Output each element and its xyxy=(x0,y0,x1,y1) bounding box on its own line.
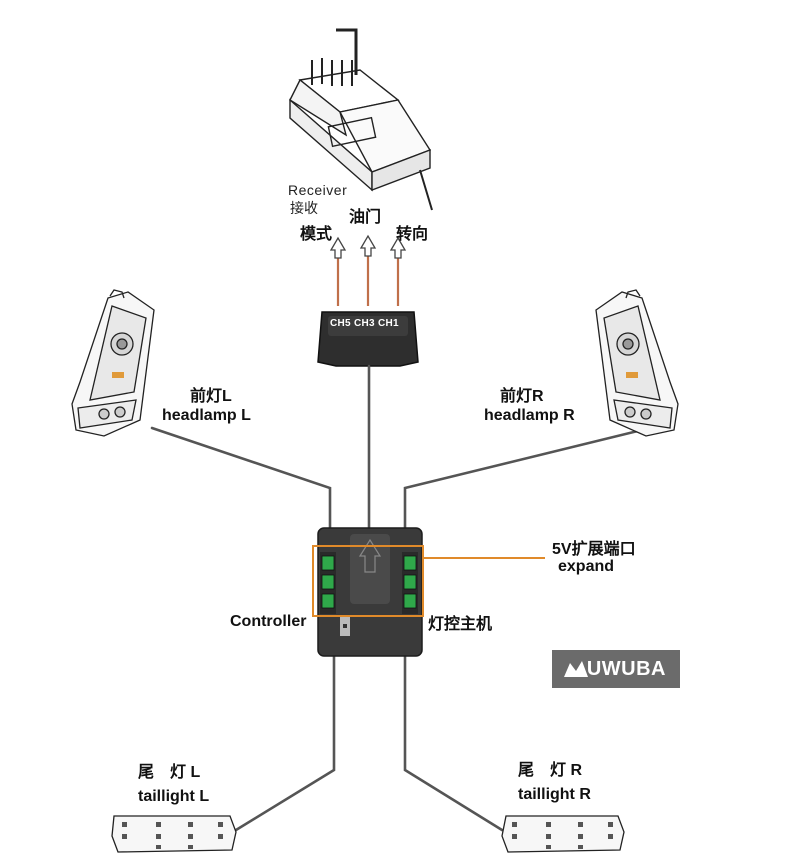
controller-label-en: Controller xyxy=(230,613,307,630)
channel-label-steering: 转向 xyxy=(396,226,429,243)
headlamp-right-label-cn: 前灯R xyxy=(500,388,544,405)
connector-right xyxy=(402,552,418,614)
channel-label-mode: 模式 xyxy=(300,226,333,243)
receiver-label-cn: 接收 xyxy=(290,201,318,217)
controller-label-cn: 灯控主机 xyxy=(428,616,493,633)
channel-box xyxy=(317,311,419,367)
taillight-left-label-en: taillight L xyxy=(138,788,210,805)
headlamp-left-label-en: headlamp L xyxy=(162,407,251,424)
channel-label-throttle: 油门 xyxy=(349,209,382,226)
cables xyxy=(150,364,644,832)
channel-box-label: CH5 CH3 CH1 xyxy=(330,318,399,329)
headlamp-left-label-cn: 前灯L xyxy=(190,388,232,405)
brand-name: UWUBA xyxy=(586,657,666,680)
connector-left xyxy=(320,552,336,614)
signal-arrows xyxy=(329,234,407,259)
expand-port-label-en: expand xyxy=(558,558,615,575)
brand-logo: UWUBA xyxy=(552,650,680,688)
taillight-right-illustration xyxy=(501,815,625,853)
receiver-label-en: Receiver xyxy=(288,182,348,198)
brand-mark-icon xyxy=(564,661,588,677)
taillight-right-label-en: taillight R xyxy=(518,786,591,803)
receiver-illustration xyxy=(289,28,433,211)
headlamp-left-illustration xyxy=(71,289,155,437)
taillight-right-label-cn: 尾 灯 R xyxy=(518,762,583,779)
headlamp-right-label-en: headlamp R xyxy=(484,407,575,424)
expand-port-label-cn: 5V扩展端口 xyxy=(552,541,636,558)
taillight-left-label-cn: 尾 灯 L xyxy=(138,764,201,781)
controller-module xyxy=(312,527,545,657)
taillight-left-illustration xyxy=(111,815,237,853)
signal-wires xyxy=(336,248,400,306)
headlamp-right-illustration xyxy=(595,289,679,437)
